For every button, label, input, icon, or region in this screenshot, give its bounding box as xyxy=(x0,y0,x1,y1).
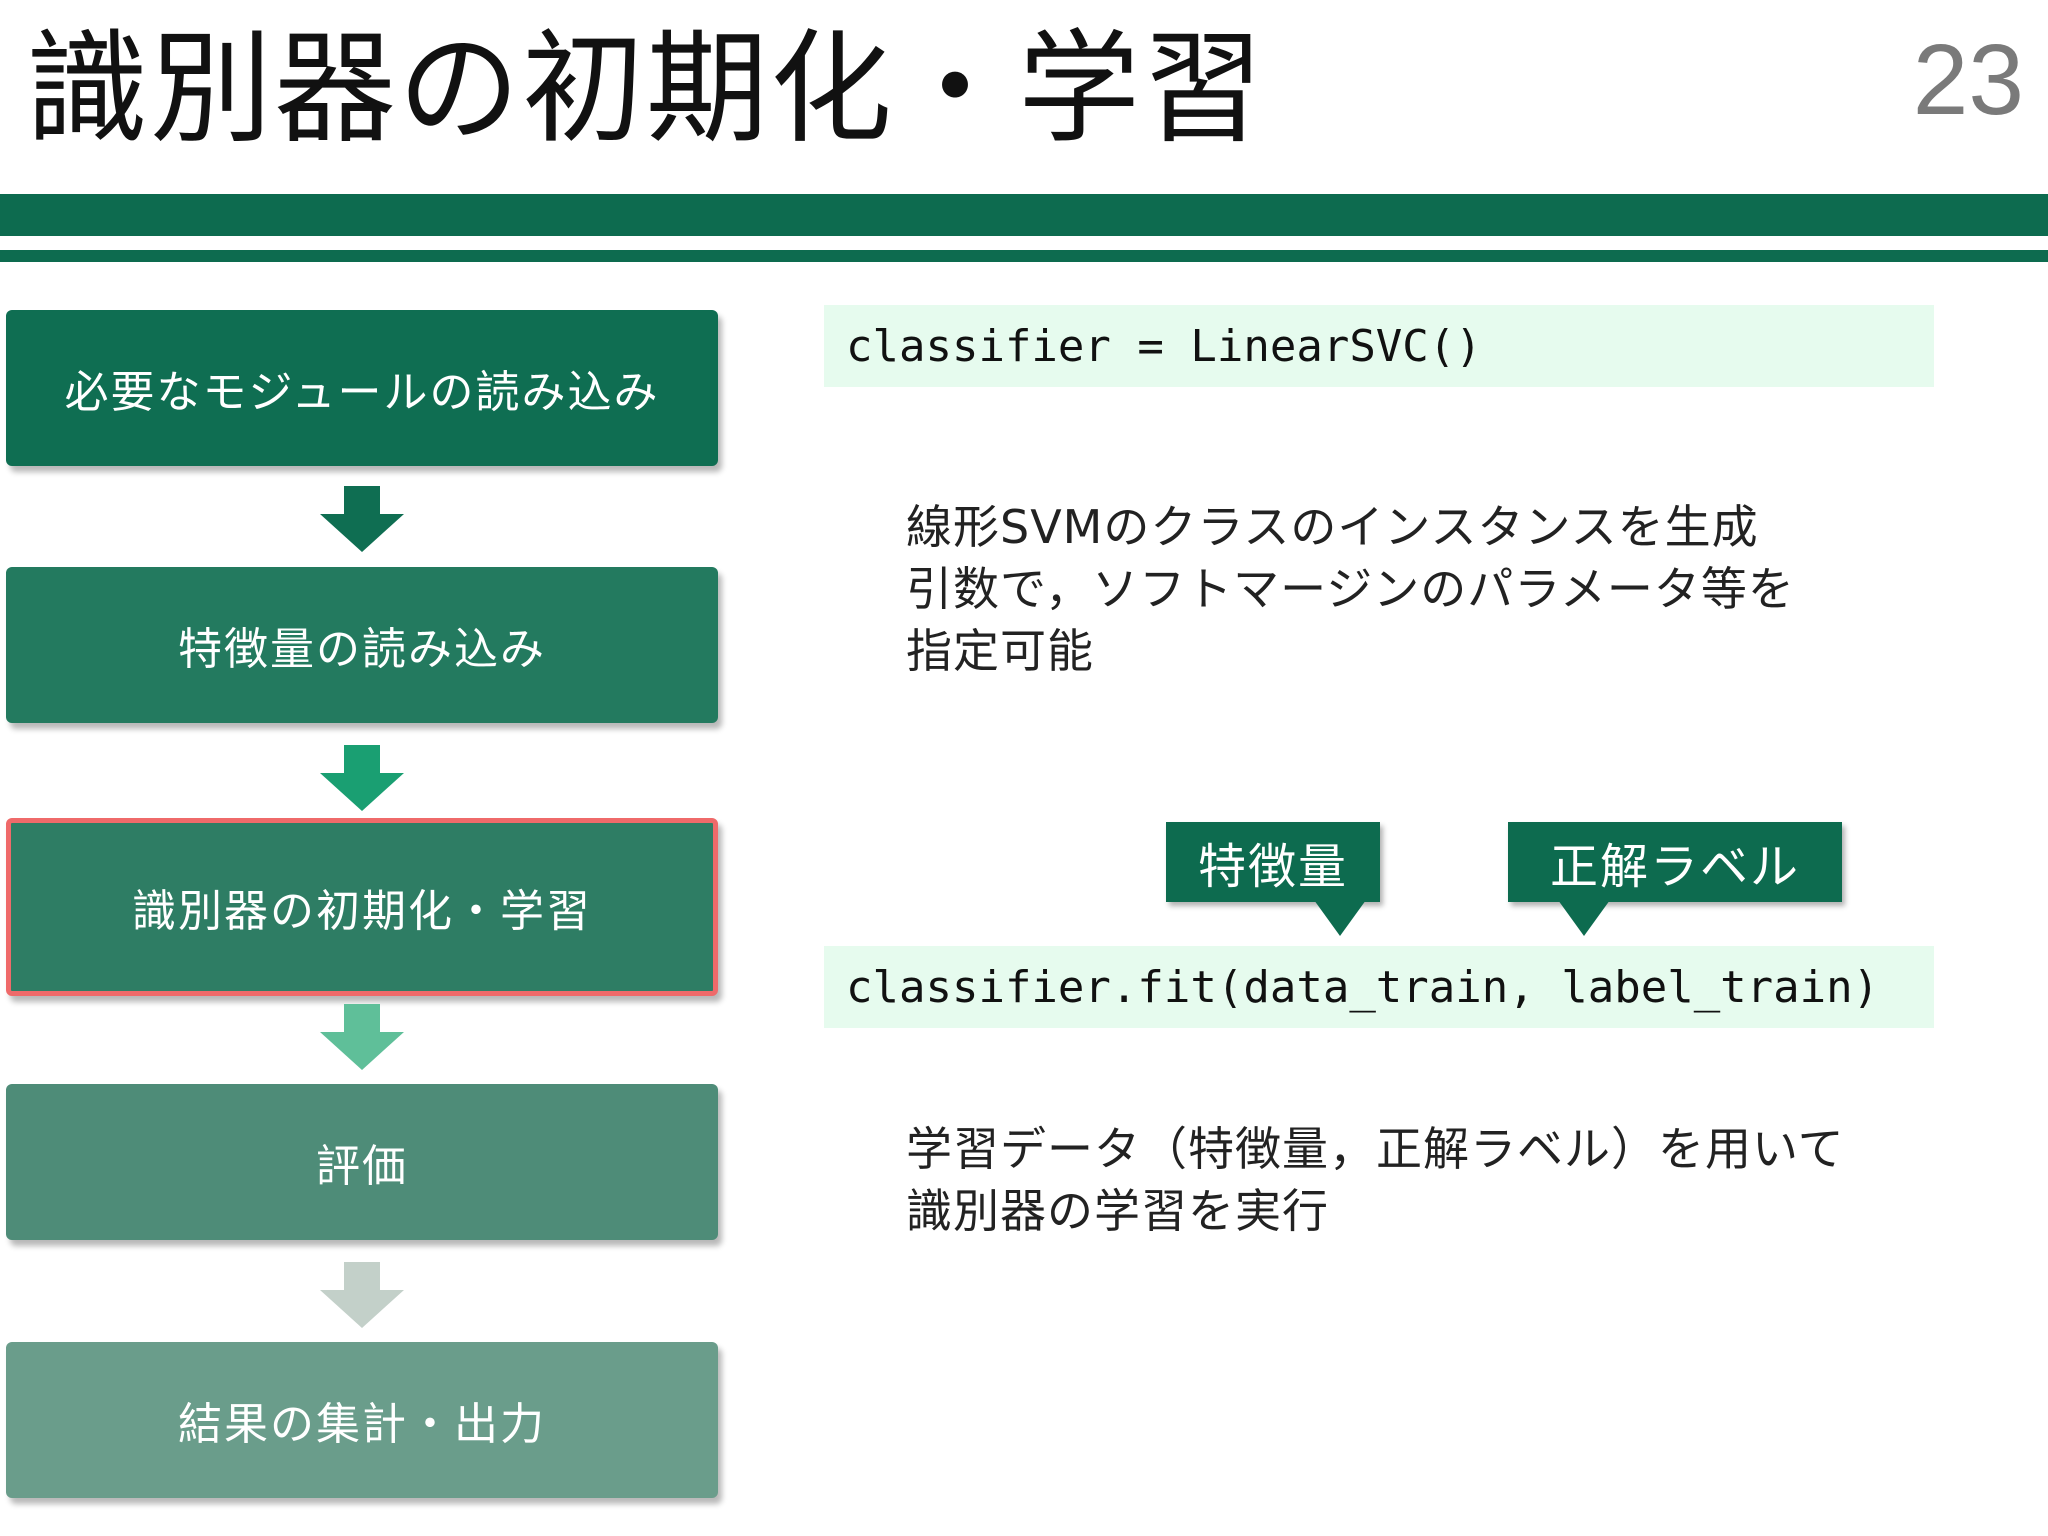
slide-title: 識別器の初期化・学習 xyxy=(26,18,1266,160)
callout-pointer xyxy=(1314,900,1366,936)
step-label: 特徴量の読み込み xyxy=(178,624,546,675)
header-rule-thick xyxy=(0,194,2048,236)
step-label: 識別器の初期化・学習 xyxy=(132,886,592,937)
down-arrow-icon xyxy=(320,1004,404,1070)
step-init-train: 識別器の初期化・学習 xyxy=(6,818,718,996)
code-text: classifier = LinearSVC() xyxy=(846,320,1482,372)
code-text: classifier.fit(data_train, label_train) xyxy=(846,961,1880,1013)
callout-label: 正解ラベル xyxy=(1549,839,1800,895)
step-label: 結果の集計・出力 xyxy=(178,1399,546,1450)
callout-labels: 正解ラベル xyxy=(1508,822,1842,936)
callout-pointer xyxy=(1558,900,1610,936)
description-line: 学習データ（特徴量，正解ラベル）を用いて xyxy=(906,1122,1845,1176)
step-output-results: 結果の集計・出力 xyxy=(6,1342,718,1498)
description-line: 指定可能 xyxy=(906,624,1094,678)
down-arrow-icon xyxy=(320,745,404,811)
step-label: 評価 xyxy=(316,1141,408,1192)
page-number: 23 xyxy=(1912,24,2024,136)
step-evaluate: 評価 xyxy=(6,1084,718,1240)
description-line: 線形SVMのクラスのインスタンスを生成 xyxy=(906,500,1759,554)
down-arrow-icon xyxy=(320,1262,404,1328)
step-load-modules: 必要なモジュールの読み込み xyxy=(6,310,718,466)
description-line: 引数で，ソフトマージンのパラメータ等を xyxy=(906,562,1795,616)
init-description: 線形SVMのクラスのインスタンスを生成 引数で，ソフトマージンのパラメータ等を … xyxy=(906,496,1795,682)
description-line: 識別器の学習を実行 xyxy=(906,1184,1329,1238)
fit-description: 学習データ（特徴量，正解ラベル）を用いて 識別器の学習を実行 xyxy=(906,1118,1845,1242)
code-fit: classifier.fit(data_train, label_train) xyxy=(824,946,1934,1028)
code-init: classifier = LinearSVC() xyxy=(824,305,1934,387)
callout-features: 特徴量 xyxy=(1166,822,1380,936)
step-load-features: 特徴量の読み込み xyxy=(6,567,718,723)
step-label: 必要なモジュールの読み込み xyxy=(64,367,660,418)
down-arrow-icon xyxy=(320,486,404,552)
header-rule-thin xyxy=(0,250,2048,262)
callout-label: 特徴量 xyxy=(1197,839,1348,895)
